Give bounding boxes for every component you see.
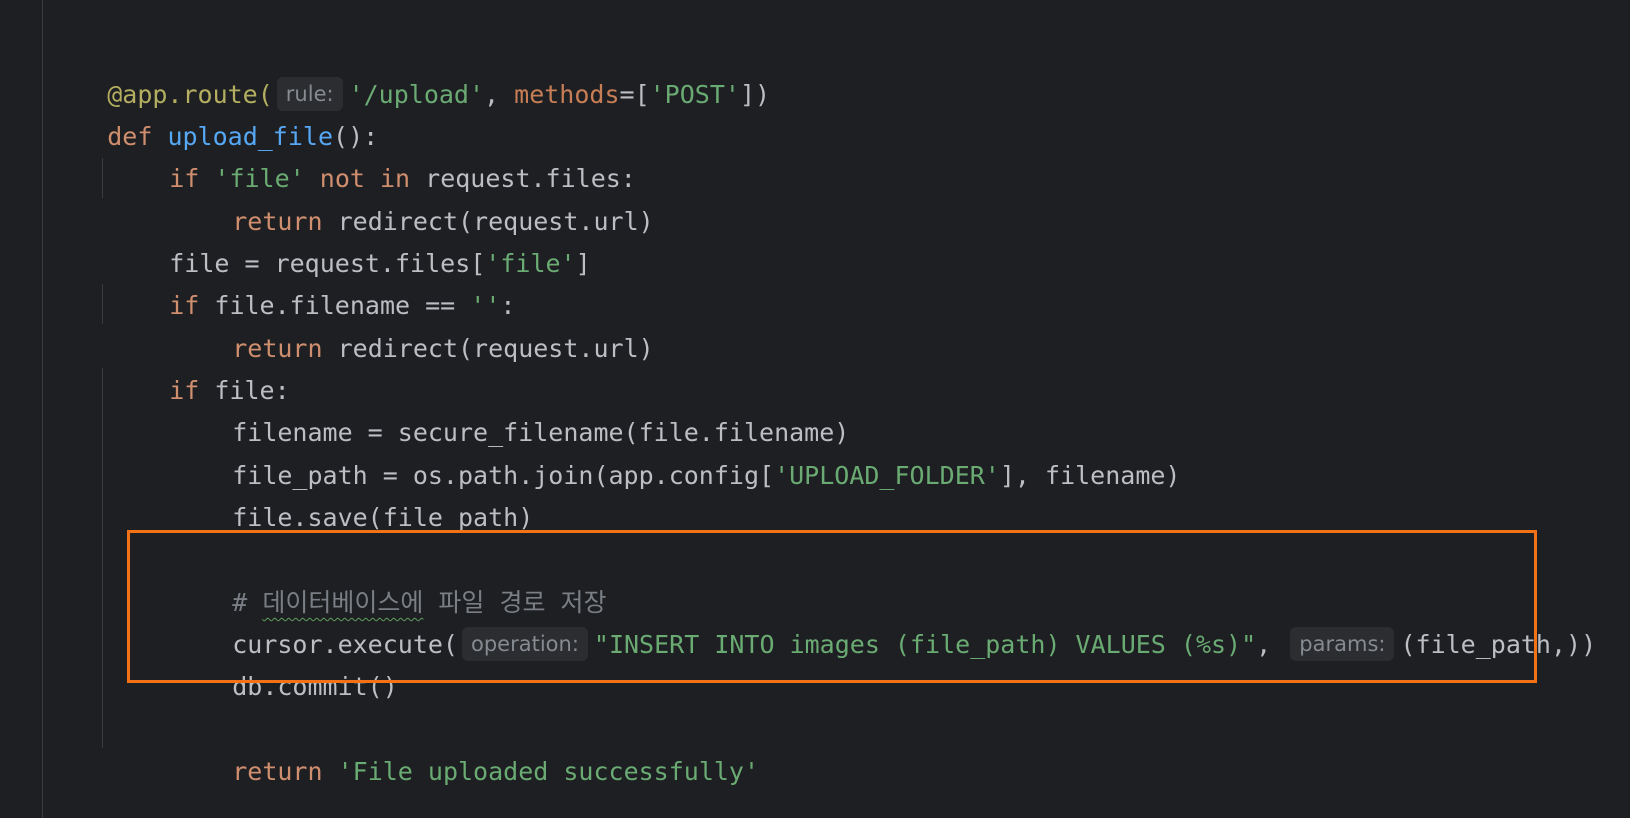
code-text: file = request.files[ — [169, 249, 486, 278]
code-text: (): — [333, 122, 379, 151]
code-text: request.files: — [425, 164, 636, 193]
string-literal: 'UPLOAD_FOLDER' — [774, 461, 1000, 490]
string-literal: 'file' — [214, 164, 305, 193]
code-line-5[interactable]: file = request.files['file'] — [47, 198, 590, 278]
indent-guide — [102, 368, 103, 748]
code-text: redirect(request.url) — [337, 334, 654, 363]
code-text: file_path = os.path.join(app.config[ — [232, 461, 775, 490]
code-line-12[interactable]: # 데이터베이스에 파일 경로 저장 — [47, 537, 606, 617]
string-literal: '' — [470, 291, 501, 320]
string-literal: 'POST' — [649, 80, 740, 109]
code-text: file: — [214, 376, 290, 405]
code-text: =[ — [619, 80, 650, 109]
code-line-6[interactable]: if file.filename == '': — [47, 240, 515, 320]
code-line-1[interactable]: @app.route(rule:'/upload', methods=['POS… — [47, 29, 770, 111]
keyword: return — [232, 757, 323, 786]
keyword: if — [169, 291, 200, 320]
param-hint: params: — [1290, 627, 1395, 661]
function-name: upload_file — [167, 122, 334, 151]
decorator: @app.route( — [107, 80, 273, 109]
indent-guide — [102, 284, 103, 324]
code-text: file.save(file_path) — [232, 503, 534, 532]
keyword: if — [169, 376, 200, 405]
code-line-3[interactable]: if 'file' not in request.files: — [47, 113, 636, 193]
code-text: db.commit() — [232, 672, 398, 701]
indent-guide — [102, 158, 103, 198]
code-line-15[interactable]: return 'File uploaded successfully' — [47, 706, 759, 786]
code-text: cursor.execute( — [232, 630, 458, 659]
code-text: , — [1256, 630, 1287, 659]
code-text: file.filename == — [214, 291, 471, 320]
code-text: (file_path,)) — [1400, 630, 1597, 659]
code-line-7[interactable]: return redirect(request.url) — [47, 283, 653, 363]
keyword: if — [169, 164, 200, 193]
keyword: def — [107, 122, 153, 151]
keyword: return — [232, 207, 323, 236]
keyword: return — [232, 334, 323, 363]
code-line-4[interactable]: return redirect(request.url) — [47, 156, 653, 236]
string-literal: '/upload' — [348, 80, 485, 109]
keyword-argument: methods — [514, 80, 620, 109]
code-line-14[interactable]: db.commit() — [47, 621, 398, 701]
highlight-box — [127, 530, 1537, 683]
comment-text: 파일 경로 저장 — [423, 588, 607, 617]
string-literal: 'File uploaded successfully' — [337, 757, 760, 786]
code-text: : — [500, 291, 516, 320]
code-line-10[interactable]: file_path = os.path.join(app.config['UPL… — [47, 410, 1180, 490]
code-text: ] — [575, 249, 591, 278]
comment-typo-word[interactable]: 데이터베이스에 — [262, 588, 424, 617]
code-line-11[interactable]: file.save(file_path) — [47, 452, 533, 532]
code-line-13[interactable]: cursor.execute(operation:"INSERT INTO im… — [47, 579, 1596, 661]
code-line-8[interactable]: if file: — [47, 325, 289, 405]
code-line-2[interactable]: def upload_file(): — [47, 71, 378, 151]
code-text: redirect(request.url) — [337, 207, 654, 236]
code-text: , — [484, 80, 515, 109]
param-hint: rule: — [276, 77, 343, 111]
code-text: ], filename) — [999, 461, 1181, 490]
code-line-9[interactable]: filename = secure_filename(file.filename… — [47, 367, 849, 447]
gutter-divider — [42, 0, 43, 818]
code-text: filename = secure_filename(file.filename… — [232, 418, 850, 447]
code-text: ]) — [739, 80, 771, 109]
comment-hash: # — [232, 588, 263, 617]
string-literal: 'file' — [485, 249, 576, 278]
keyword: not in — [319, 164, 411, 193]
string-literal: "INSERT INTO images (file_path) VALUES (… — [593, 630, 1257, 659]
param-hint: operation: — [462, 627, 588, 661]
